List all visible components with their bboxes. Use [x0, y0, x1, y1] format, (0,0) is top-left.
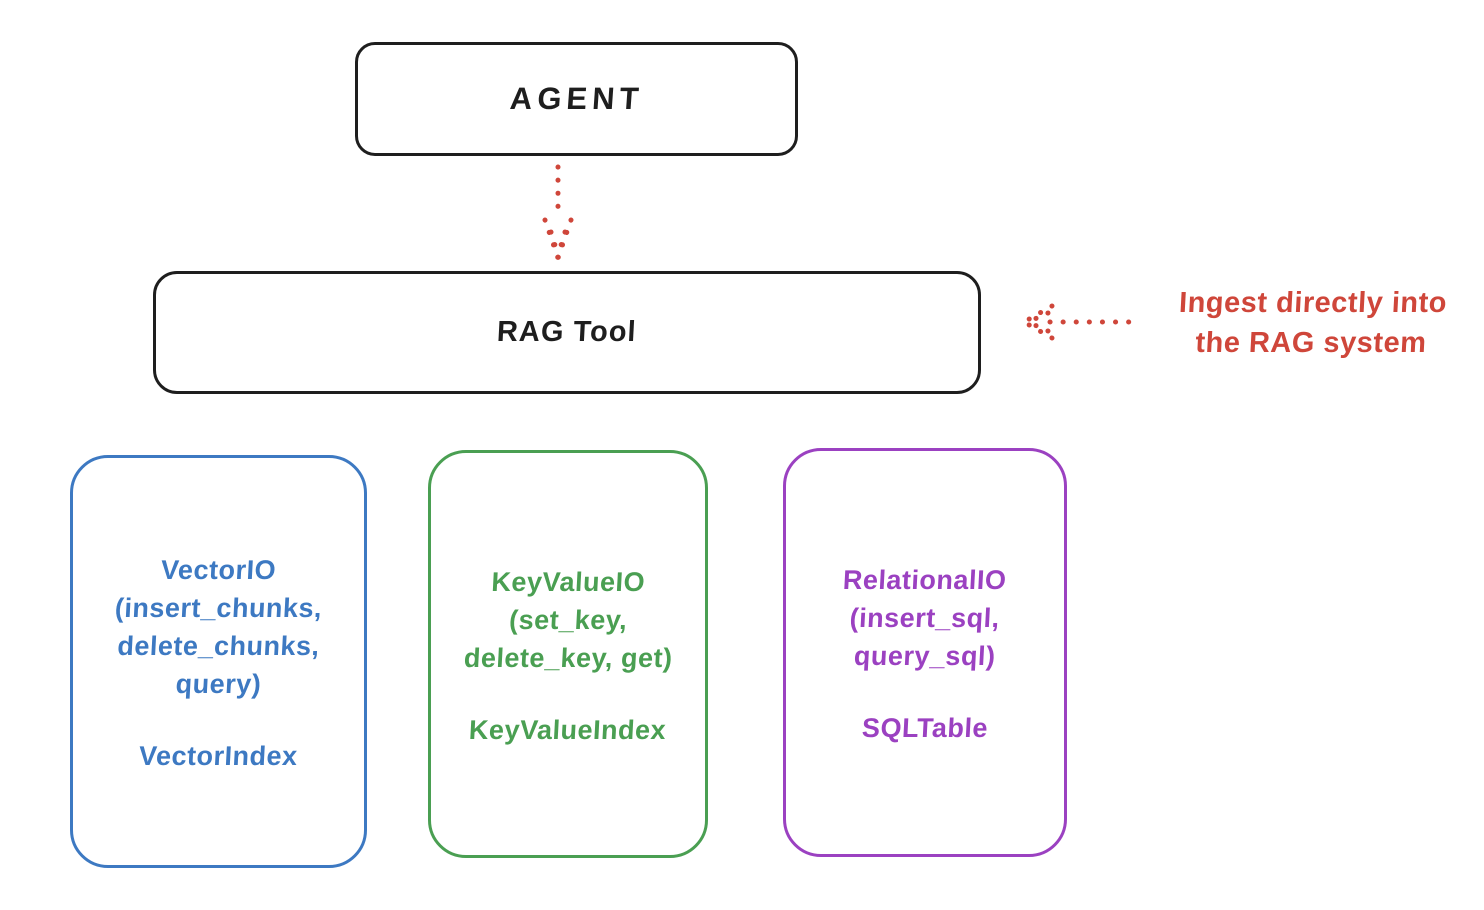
- module-relationalio: RelationalIO (insert_sql, query_sql) SQL…: [783, 448, 1067, 857]
- module-keyvalueio: KeyValueIO (set_key, delete_key, get) Ke…: [428, 450, 708, 858]
- vectorio-index-label: VectorIndex: [138, 741, 299, 771]
- dotted-left-arrow-icon: [1016, 300, 1138, 344]
- dotted-down-arrow-icon: [539, 162, 577, 264]
- vectorio-title: VectorIO (insert_chunks, delete_chunks, …: [114, 555, 323, 699]
- agent-label: AGENT: [508, 81, 645, 116]
- rag-tool-node: RAG Tool: [153, 271, 981, 394]
- ingest-annotation-line2: the RAG system: [1194, 327, 1428, 359]
- relationalio-title: RelationalIO (insert_sql, query_sql): [842, 565, 1008, 671]
- module-vectorio: VectorIO (insert_chunks, delete_chunks, …: [70, 455, 367, 868]
- ingest-annotation: Ingest directly into the RAG system: [1138, 283, 1484, 363]
- agent-node: AGENT: [355, 42, 798, 156]
- keyvalueio-index-label: KeyValueIndex: [468, 714, 668, 745]
- ingest-annotation-line1: Ingest directly into: [1178, 287, 1448, 319]
- relationalio-index-label: SQLTable: [861, 713, 989, 743]
- keyvalueio-title: KeyValueIO (set_key, delete_key, get): [462, 566, 674, 673]
- rag-tool-label: RAG Tool: [496, 316, 638, 348]
